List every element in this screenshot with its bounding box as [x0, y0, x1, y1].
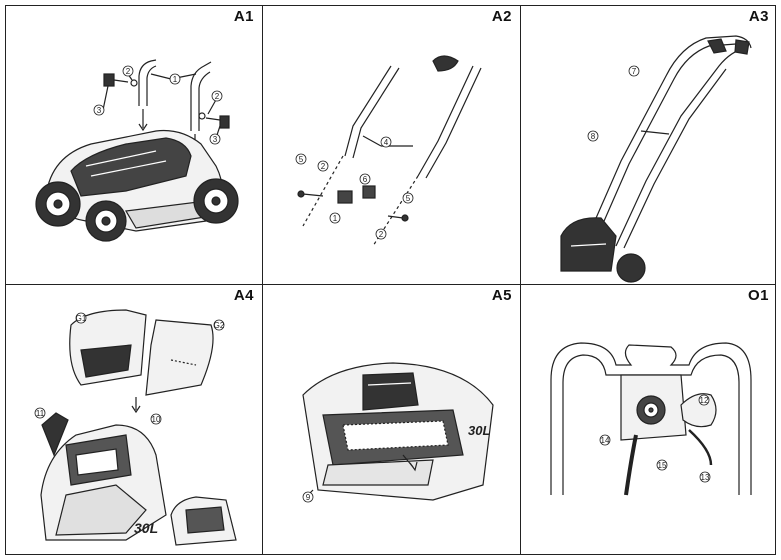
callout-label: 6 — [363, 175, 368, 184]
callout-label: 1 — [173, 75, 178, 84]
callout-label: 2 — [126, 67, 131, 76]
mower-handle-assembly-illustration: 1 2 3 2 3 — [35, 59, 239, 242]
power-cable-connection-illustration: 12 14 15 13 — [550, 342, 752, 496]
panel-title: A2 — [491, 8, 512, 25]
callout-label: 3 — [97, 106, 102, 115]
callout-label: 8 — [591, 132, 596, 141]
panel-a2: A2 4 5 2 — [263, 6, 520, 284]
grass-bag-mounting-illustration: 30L 9 — [302, 362, 494, 503]
instruction-diagram-grid: A1 — [5, 5, 776, 555]
callout-label: 14 — [601, 436, 610, 445]
panel-a1: A1 — [6, 6, 262, 284]
callout-label: 13 — [701, 473, 710, 482]
panel-a5: A5 30L 9 — [263, 285, 520, 555]
grid-divider-vertical — [520, 6, 521, 554]
bag-capacity-label: 30L — [468, 423, 490, 438]
handle-bracket-illustration: 4 5 2 6 5 1 2 — [295, 55, 482, 247]
callout-label: 5 — [406, 194, 411, 203]
panel-o1: O1 12 14 15 13 — [521, 285, 777, 555]
grid-divider-horizontal — [6, 284, 775, 285]
panel-a4: A4 30L — [6, 285, 262, 555]
callout-label: 10 — [152, 415, 161, 424]
callout-label: G1 — [76, 314, 87, 323]
bag-capacity-label: 30L — [134, 520, 158, 536]
callout-label: 2 — [215, 92, 220, 101]
callout-label: 7 — [632, 67, 637, 76]
callout-label: 9 — [306, 493, 311, 502]
panel-title: O1 — [747, 287, 769, 304]
callout-label: 5 — [299, 155, 304, 164]
panel-title: A1 — [233, 8, 254, 25]
panel-title: A4 — [233, 287, 254, 304]
assembled-handle-illustration: 7 8 — [560, 35, 752, 283]
panel-a3: A3 7 8 — [521, 6, 777, 284]
callout-label: 11 — [36, 409, 45, 418]
callout-label: 12 — [700, 396, 709, 405]
panel-title: A3 — [748, 8, 769, 25]
callout-label: G2 — [214, 321, 225, 330]
panel-title: A5 — [491, 287, 512, 304]
grass-bag-assembly-illustration: 30L G1 G2 11 10 — [34, 309, 237, 546]
callout-label: 1 — [333, 214, 338, 223]
callout-label: 2 — [379, 230, 384, 239]
grid-divider-vertical — [262, 6, 263, 554]
callout-label: 2 — [321, 162, 326, 171]
callout-label: 4 — [384, 138, 389, 147]
callout-label: 3 — [213, 135, 218, 144]
callout-label: 15 — [658, 461, 667, 470]
